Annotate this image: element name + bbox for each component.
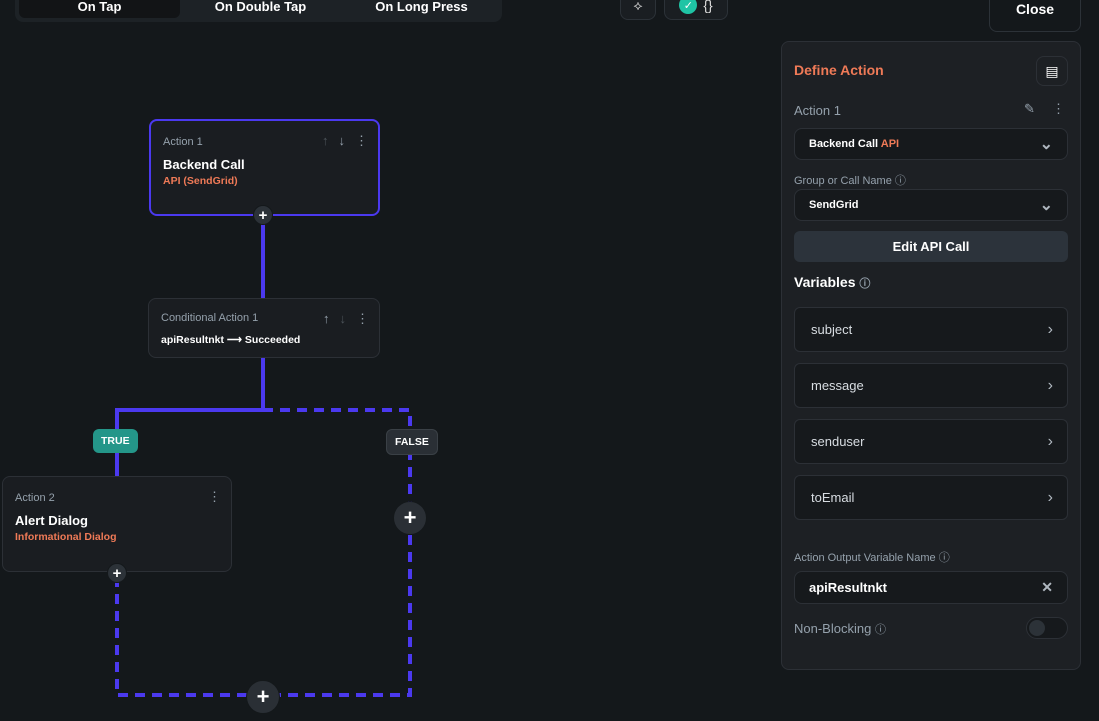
non-blocking-text: Non-Blocking xyxy=(794,621,872,636)
info-icon: ⓘ xyxy=(894,175,906,187)
output-label-text: Action Output Variable Name xyxy=(794,552,936,564)
edit-icon[interactable]: ✎ xyxy=(1024,101,1035,116)
variable-row[interactable]: toEmail › xyxy=(794,475,1068,520)
arrow-down-icon[interactable]: ↓ xyxy=(339,311,347,326)
node-title: Conditional Action 1 xyxy=(161,312,259,324)
check-circle-icon: ✓ xyxy=(679,0,698,14)
group-label: Group or Call Name ⓘ xyxy=(794,172,906,188)
debug-icon: {} xyxy=(703,0,713,13)
variables-label: Variables xyxy=(794,274,856,290)
arrow-up-icon[interactable]: ↑ xyxy=(322,133,329,148)
variable-row[interactable]: message › xyxy=(794,363,1068,408)
define-action-panel: Define Action ▤ Action 1 ✎ ⋮ Backend Cal… xyxy=(781,41,1081,670)
chevron-down-icon: ⌄ xyxy=(1039,197,1053,214)
variable-name: toEmail xyxy=(811,490,855,505)
add-note-button[interactable]: ▤ xyxy=(1036,56,1068,86)
arrow-down-icon[interactable]: ↓ xyxy=(338,133,346,148)
output-variable-input[interactable]: apiResultnkt ✕ xyxy=(794,571,1068,604)
toggle-knob xyxy=(1029,620,1045,636)
clear-icon[interactable]: ✕ xyxy=(1041,579,1053,595)
flutter-agent-icon: ⟡ xyxy=(633,0,643,13)
non-blocking-toggle[interactable] xyxy=(1026,617,1068,639)
group-value: SendGrid xyxy=(809,199,859,211)
action-2-node[interactable]: Action 2 ⋮ Alert Dialog Informational Di… xyxy=(2,476,232,572)
action-type-tag: API xyxy=(880,138,900,150)
plus-icon: + xyxy=(403,505,417,530)
agent-button[interactable]: ⟡ xyxy=(620,0,656,20)
variable-name: senduser xyxy=(811,434,865,449)
true-badge: TRUE xyxy=(93,429,138,453)
variable-name: message xyxy=(811,378,864,393)
edit-api-call-button[interactable]: Edit API Call xyxy=(794,231,1068,262)
variable-row[interactable]: senduser › xyxy=(794,419,1068,464)
info-icon: ⓘ xyxy=(859,278,871,290)
more-icon[interactable]: ⋮ xyxy=(208,489,221,504)
add-action-button[interactable]: + xyxy=(253,205,273,225)
output-value: apiResultnkt xyxy=(809,580,888,595)
node-name: Alert Dialog xyxy=(15,513,88,528)
plus-icon: + xyxy=(258,206,268,224)
add-false-action-button[interactable]: + xyxy=(393,501,427,535)
node-controls: ↑ ↓ ⋮ xyxy=(322,133,368,149)
output-label: Action Output Variable Name ⓘ xyxy=(794,549,950,565)
variable-row[interactable]: subject › xyxy=(794,307,1068,352)
action-type: Backend Call xyxy=(809,138,879,150)
more-icon[interactable]: ⋮ xyxy=(356,311,369,326)
conditional-action-node[interactable]: Conditional Action 1 ↑ ↓ ⋮ apiResultnkt ⟶ … xyxy=(148,298,380,358)
more-icon[interactable]: ⋮ xyxy=(355,133,368,148)
variable-name: subject xyxy=(811,322,853,337)
arrow-up-icon[interactable]: ↑ xyxy=(323,311,330,326)
action-label: Action 1 xyxy=(794,103,841,118)
node-controls: ↑ ↓ ⋮ xyxy=(323,311,369,327)
false-badge: FALSE xyxy=(386,429,438,455)
chevron-down-icon: ⌄ xyxy=(1039,136,1053,153)
validate-debug-button[interactable]: ✓ {} xyxy=(664,0,728,20)
node-controls: ⋮ xyxy=(208,489,221,505)
tab-on-long-press[interactable]: On Long Press xyxy=(375,0,468,14)
add-action-button[interactable]: + xyxy=(107,563,127,583)
note-add-icon: ▤ xyxy=(1045,62,1059,79)
group-call-dropdown[interactable]: SendGrid ⌄ xyxy=(794,189,1068,221)
node-title: Action 1 xyxy=(163,136,203,148)
trigger-tabs: On Tap On Double Tap On Long Press xyxy=(15,0,502,22)
more-icon[interactable]: ⋮ xyxy=(1052,101,1065,116)
chevron-right-icon: › xyxy=(1047,488,1053,506)
node-subtitle: Informational Dialog xyxy=(15,531,117,543)
plus-icon: + xyxy=(256,684,270,709)
flow-connectors xyxy=(115,215,412,697)
group-label-text: Group or Call Name xyxy=(794,175,892,187)
node-name: Backend Call xyxy=(163,157,245,172)
condition-text: apiResultnkt ⟶ Succeeded xyxy=(161,334,301,346)
action-type-dropdown[interactable]: Backend Call API ⌄ xyxy=(794,128,1068,160)
close-button[interactable]: Close xyxy=(989,0,1081,32)
tab-on-double-tap[interactable]: On Double Tap xyxy=(214,0,307,14)
false-branch-line xyxy=(115,408,412,697)
info-icon: ⓘ xyxy=(874,624,886,636)
plus-icon: + xyxy=(112,564,122,582)
non-blocking-label: Non-Blocking ⓘ xyxy=(794,621,886,637)
variables-heading: Variables ⓘ xyxy=(794,274,870,291)
info-icon: ⓘ xyxy=(938,552,950,564)
panel-title: Define Action xyxy=(794,62,884,78)
chevron-right-icon: › xyxy=(1047,320,1053,338)
chevron-right-icon: › xyxy=(1047,376,1053,394)
chevron-right-icon: › xyxy=(1047,432,1053,450)
add-action-button[interactable]: + xyxy=(246,680,280,714)
node-title: Action 2 xyxy=(15,492,55,504)
tab-on-tap[interactable]: On Tap xyxy=(19,0,180,18)
action-1-node[interactable]: Action 1 ↑ ↓ ⋮ Backend Call API (SendGrid) xyxy=(149,119,380,216)
node-subtitle: API (SendGrid) xyxy=(163,175,238,187)
true-branch-line xyxy=(115,408,263,478)
